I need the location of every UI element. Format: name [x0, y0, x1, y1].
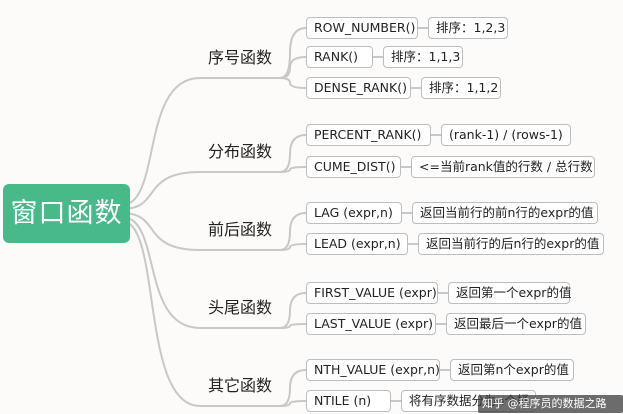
category-to-item-line [279, 323, 307, 329]
function-node: FIRST_VALUE (expr) [306, 282, 438, 304]
root-to-category-line [121, 216, 280, 329]
description-node: 排序：1,1,3 [383, 46, 463, 68]
root-to-category-line [121, 77, 280, 206]
category-to-item-line [279, 369, 307, 407]
watermark: 知乎 @程序员的数据之路 [478, 395, 623, 413]
root-to-category-line [121, 212, 280, 251]
root-node: 窗口函数 [3, 184, 130, 243]
category-node: 前后函数 [207, 220, 272, 239]
root-to-category-line [121, 171, 280, 210]
function-node: LEAD (expr,n) [306, 233, 408, 255]
description-node: 返回当前行的前n行的expr的值 [412, 202, 598, 224]
description-node: 返回当前行的后n行的expr的值 [418, 233, 604, 255]
function-node: LAST_VALUE (expr) [306, 313, 436, 335]
category-to-item-line [279, 212, 307, 251]
category-to-item-line [279, 134, 307, 173]
function-node: DENSE_RANK() [306, 77, 411, 99]
category-node: 头尾函数 [207, 298, 272, 317]
function-node: LAG (expr,n) [306, 202, 402, 224]
function-node: RANK() [306, 46, 373, 68]
function-node: NTILE (n) [306, 390, 391, 412]
category-to-item-line [279, 292, 307, 329]
description-node: 返回第n个expr的值 [450, 359, 574, 381]
description-node: 排序：1,2,3 [428, 17, 508, 39]
category-node: 序号函数 [207, 48, 272, 67]
category-to-item-line [279, 56, 307, 79]
description-node: 排序：1,1,2 [421, 77, 501, 99]
root-to-category-line [121, 220, 280, 407]
category-to-item-line [279, 166, 307, 173]
category-to-item-line [279, 27, 307, 79]
category-to-item-line [279, 77, 307, 89]
category-node: 其它函数 [207, 376, 272, 395]
function-node: PERCENT_RANK() [306, 124, 431, 146]
function-node: NTH_VALUE (expr,n) [306, 359, 440, 381]
category-node: 分布函数 [207, 142, 272, 161]
description-node: <=当前rank值的行数 / 总行数 [411, 156, 595, 178]
category-to-item-line [279, 400, 307, 407]
description-node: 返回第一个expr的值 [448, 282, 571, 304]
function-node: CUME_DIST() [306, 156, 401, 178]
description-node: (rank-1) / (rows-1) [441, 124, 571, 146]
function-node: ROW_NUMBER() [306, 17, 418, 39]
description-node: 返回最后一个expr的值 [446, 313, 586, 335]
category-to-item-line [279, 243, 307, 251]
